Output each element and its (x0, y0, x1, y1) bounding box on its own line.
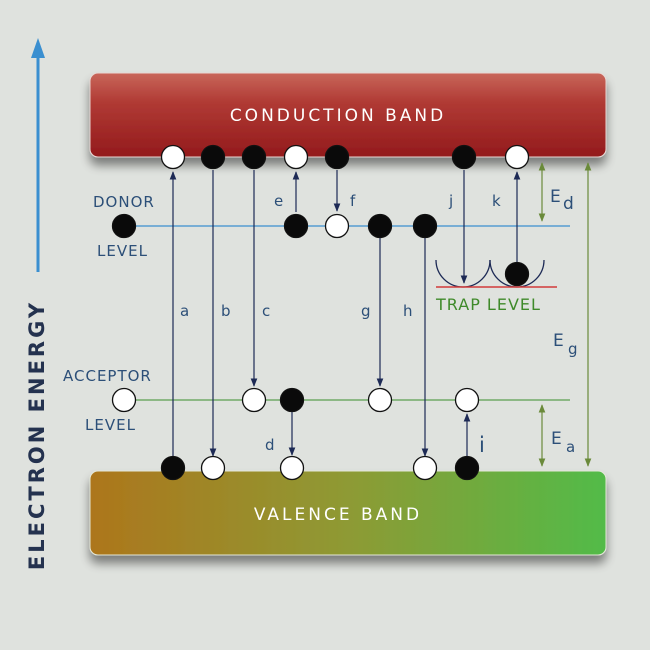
transition-c-label: c (262, 302, 270, 320)
transition-k-label: k (492, 192, 501, 210)
electron-acceptor-d (279, 387, 305, 413)
ea-symbol: E (551, 429, 562, 449)
energy-axis-label: ELECTRON ENERGY (25, 300, 49, 570)
ea-subscript: a (566, 438, 575, 456)
transition-j-label: j (448, 192, 453, 210)
electron-donor-h (412, 213, 438, 239)
hole-vb-b (200, 455, 226, 481)
electron-donor-g (367, 213, 393, 239)
electron-cb-f (324, 144, 350, 170)
hole-cb-e (283, 144, 309, 170)
acceptor-level-label: LEVEL (85, 416, 136, 434)
hole-acceptor-i (454, 387, 480, 413)
valence-band-label: VALENCE BAND (254, 505, 422, 525)
ed-subscript: d (563, 194, 574, 214)
transition-h-label: h (403, 302, 413, 320)
electron-cb-c (241, 144, 267, 170)
eg-symbol: E (553, 331, 564, 351)
electron-donor (111, 213, 137, 239)
hole-vb-h (412, 455, 438, 481)
electron-cb-b (200, 144, 226, 170)
hole-acceptor-g (367, 387, 393, 413)
transition-e-label: e (274, 192, 283, 210)
donor-label: DONOR (93, 193, 155, 211)
hole-vb-d (279, 455, 305, 481)
hole-donor-f (324, 213, 350, 239)
eg-subscript: g (568, 340, 578, 358)
hole-acceptor-c (241, 387, 267, 413)
electron-vb-i (454, 455, 480, 481)
hole-cb-a (160, 144, 186, 170)
electron-cb-j (451, 144, 477, 170)
electron-vb-a (160, 455, 186, 481)
transition-i-label: i (479, 433, 485, 457)
donor-level-label: LEVEL (97, 242, 148, 260)
energy-axis-arrowhead (31, 38, 45, 58)
hole-acceptor (111, 387, 137, 413)
electron-donor-e (283, 213, 309, 239)
electron-trap-k (504, 261, 530, 287)
transition-d-label: d (265, 436, 275, 454)
hole-cb-k (504, 144, 530, 170)
valence-band (89, 470, 607, 556)
trap-well-left (435, 259, 491, 288)
transition-b-label: b (221, 302, 231, 320)
ed-symbol: E (550, 187, 561, 207)
conduction-band-label: CONDUCTION BAND (230, 106, 446, 126)
acceptor-label: ACCEPTOR (63, 367, 152, 385)
transition-g-label: g (361, 302, 371, 320)
transition-a-label: a (180, 302, 189, 320)
transition-f-label: f (350, 192, 356, 210)
trap-level-label: TRAP LEVEL (435, 295, 541, 314)
